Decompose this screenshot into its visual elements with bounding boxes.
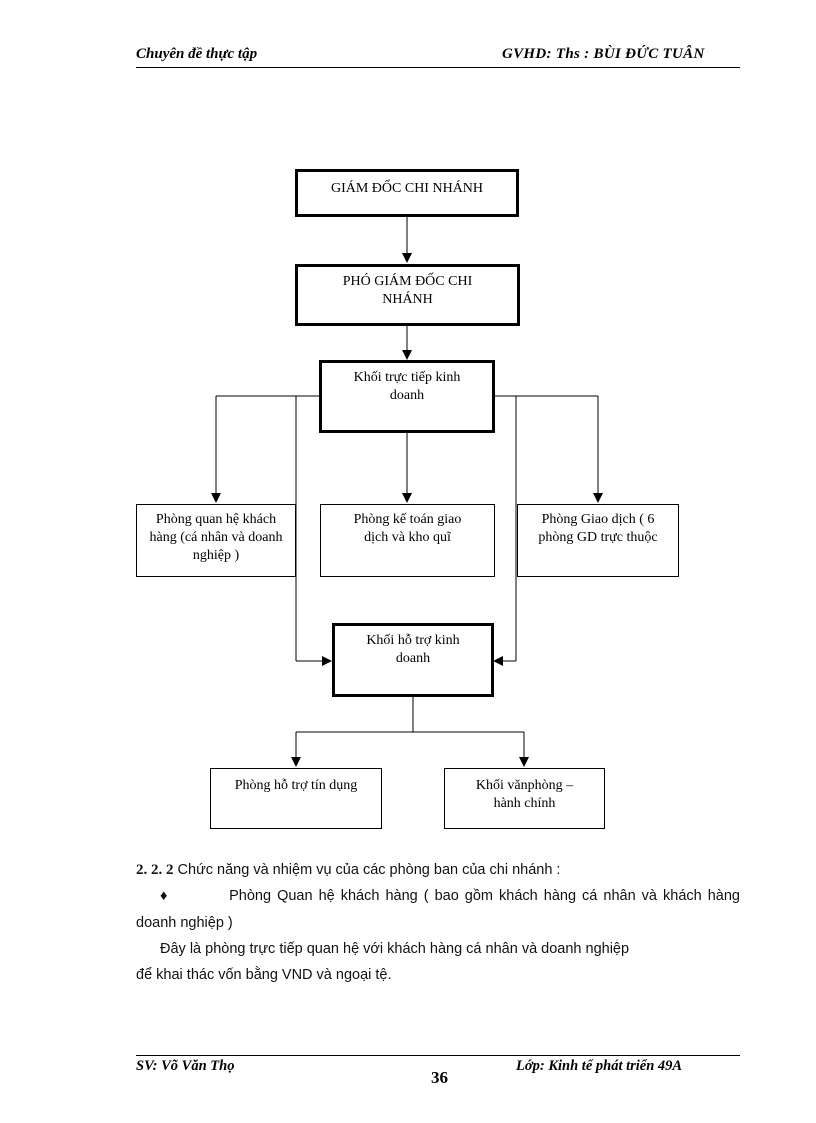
footer-rule [136,1055,740,1056]
box-phong-ho-tro-tin-dung: Phòng hỗ trợ tín dụng [210,768,382,829]
bullet-text-line1: Phòng Quan hệ khách hàng ( bao gồm khách… [229,888,740,904]
box-phong-giao-dich-label: Phòng Giao dịch ( 6 phòng GD trực thuộc [538,512,658,545]
footer-class: Lớp: Kinh tế phát triển 49A [516,1058,683,1074]
footer-student: SV: Võ Văn Thọ [136,1058,235,1074]
box-khoi-van-phong: Khối vănphòng – hành chính [444,768,605,829]
box-pho-giam-doc-label: PHÓ GIÁM ĐỐC CHI NHÁNH [342,274,473,307]
header-title: Chuyên đề thực tập [136,46,258,62]
box-khoi-truc-tiep-label: Khối trực tiếp kinh doanh [353,370,461,403]
box-giam-doc: GIÁM ĐỐC CHI NHÁNH [295,169,519,217]
box-khoi-ho-tro: Khối hỗ trợ kinh doanh [332,623,494,697]
paragraph-line-1: Đây là phòng trực tiếp quan hệ với khách… [160,941,630,957]
box-khoi-truc-tiep: Khối trực tiếp kinh doanh [319,360,495,433]
box-phong-ho-tro-tin-dung-label: Phòng hỗ trợ tín dụng [234,778,358,793]
box-phong-giao-dich: Phòng Giao dịch ( 6 phòng GD trực thuộc [517,504,679,577]
section-heading: 2. 2. 2 Chức năng và nhiệm vụ của các ph… [136,862,560,879]
paragraph-line-2: để khai thác vốn bằng VND và ngoại tệ. [136,967,392,983]
header-rule [136,67,740,68]
box-phong-quan-he: Phòng quan hệ khách hàng (cá nhân và doa… [136,504,296,577]
box-khoi-van-phong-label: Khối vănphòng – hành chính [475,778,574,811]
section-number: 2. 2. 2 [136,862,174,878]
box-phong-quan-he-label: Phòng quan hệ khách hàng (cá nhân và doa… [149,512,283,563]
section-heading-text: Chức năng và nhiệm vụ của các phòng ban … [177,862,561,878]
box-pho-giam-doc: PHÓ GIÁM ĐỐC CHI NHÁNH [295,264,520,326]
bullet-diamond: ♦ [160,888,168,904]
page-number: 36 [431,1068,448,1087]
bullet-line-2: doanh nghiệp ) [136,915,233,931]
box-phong-ke-toan-label: Phòng kế toán giao dịch và kho quĩ [353,512,462,545]
box-phong-ke-toan: Phòng kế toán giao dịch và kho quĩ [320,504,495,577]
box-khoi-ho-tro-label: Khối hỗ trợ kinh doanh [366,633,460,666]
bullet-line-1: ♦ Phòng Quan hệ khách hàng ( bao gồm khá… [160,888,740,904]
box-giam-doc-label: GIÁM ĐỐC CHI NHÁNH [330,181,484,196]
header-supervisor: GVHD: Ths : BÙI ĐỨC TUÂN [502,46,705,62]
